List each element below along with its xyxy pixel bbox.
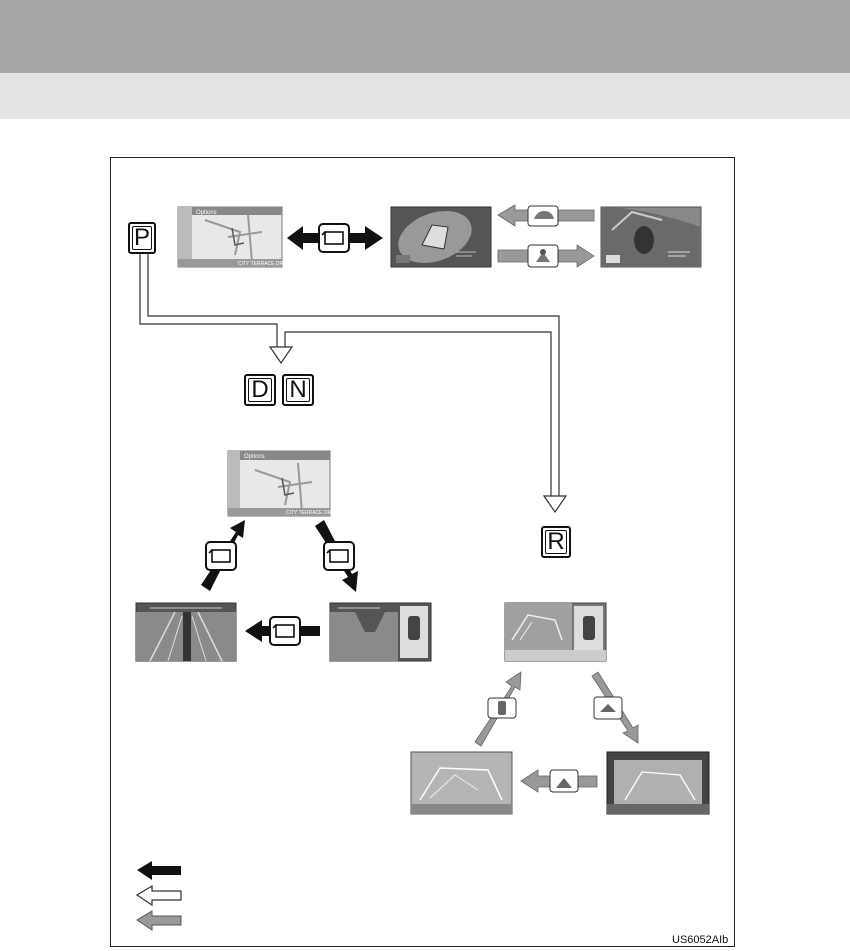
header-band-light	[0, 73, 850, 119]
shift-p-label: P	[128, 222, 156, 254]
white-arrow-to-r	[542, 495, 568, 514]
white-arrow-routing	[139, 253, 560, 496]
legend-black-arrow	[137, 861, 181, 880]
shift-r-label: R	[541, 526, 571, 558]
diagram-frame	[110, 157, 735, 947]
map-screen-middle: Options CITY TERRACE DR	[227, 450, 331, 517]
rear-view-split-screen	[504, 602, 607, 662]
gray-arrow-to-wide-rear	[591, 671, 639, 744]
legend	[135, 861, 182, 931]
wide-front-view-screen	[135, 602, 237, 662]
white-arrow-to-dn	[268, 346, 294, 365]
front-view-screen	[329, 602, 432, 662]
gray-arrow-to-split	[474, 671, 522, 747]
gray-arrow-left	[497, 204, 595, 227]
camera-switch-icon	[318, 223, 350, 253]
moving-view-screen	[600, 206, 702, 268]
wide-rear-view-screen	[606, 751, 710, 815]
figure-code: US6052AIb	[672, 934, 729, 946]
map-options-label-2: Options	[244, 454, 265, 460]
black-arrow-to-map	[201, 520, 245, 591]
legend-gray-arrow	[136, 910, 182, 931]
header-band-dark	[0, 0, 850, 73]
gray-arrow-right	[497, 244, 595, 268]
map-street-label-2: CITY TERRACE DR	[286, 510, 331, 516]
black-arrow-to-wide	[245, 616, 320, 646]
shift-n-label: N	[282, 374, 314, 406]
legend-white-arrow	[135, 884, 182, 907]
map-screen-top: Options CITY TERRACE DR	[177, 206, 283, 268]
black-arrow-to-front	[315, 520, 358, 592]
map-street-label: CITY TERRACE DR	[238, 261, 283, 267]
rear-view-screen	[410, 751, 513, 815]
panoramic-view-screen	[390, 206, 492, 268]
gray-arrow-to-rear	[520, 769, 598, 793]
shift-d-label: D	[244, 374, 276, 406]
black-double-arrow-top	[287, 223, 383, 253]
map-options-label: Options	[196, 210, 217, 216]
